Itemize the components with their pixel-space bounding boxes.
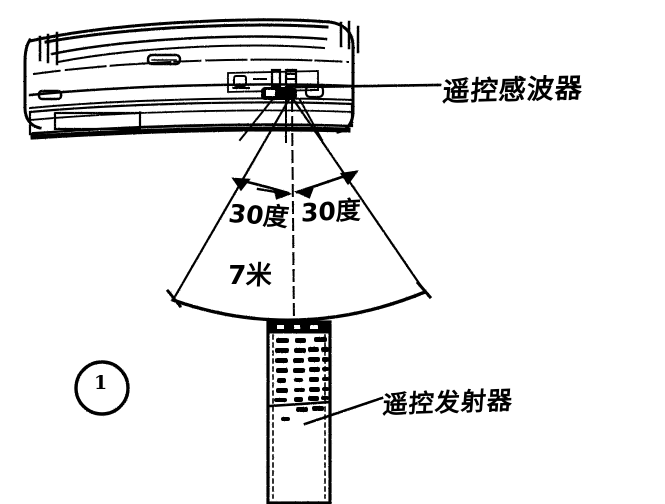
figure-number: 1 [94, 372, 108, 394]
leader-line-emitter [303, 396, 384, 426]
remote-control-body [266, 320, 332, 504]
angle-arrow-left [231, 177, 293, 200]
tv-body [23, 18, 360, 134]
tv-base [28, 101, 354, 140]
figure-number-circle [74, 360, 130, 416]
label-angle-right: 30度 [300, 195, 361, 228]
label-remote-sensor: 遥控感波器 [441, 73, 585, 108]
tv-side-port [37, 89, 63, 101]
label-remote-emitter: 遥控发射器 [381, 385, 515, 420]
remote-sensor-window [261, 87, 297, 100]
tv-front-control-panel [227, 68, 319, 93]
label-angle-left: 30度 [226, 199, 291, 232]
label-distance: 7米 [227, 261, 273, 291]
leader-line-sensor [294, 83, 442, 89]
tv-logo-badge [146, 53, 182, 66]
angle-arrow-right [293, 170, 359, 199]
remote-keypad [274, 337, 329, 421]
ir-beam-cone [165, 94, 433, 327]
sensor-callout-ticks [238, 98, 324, 143]
